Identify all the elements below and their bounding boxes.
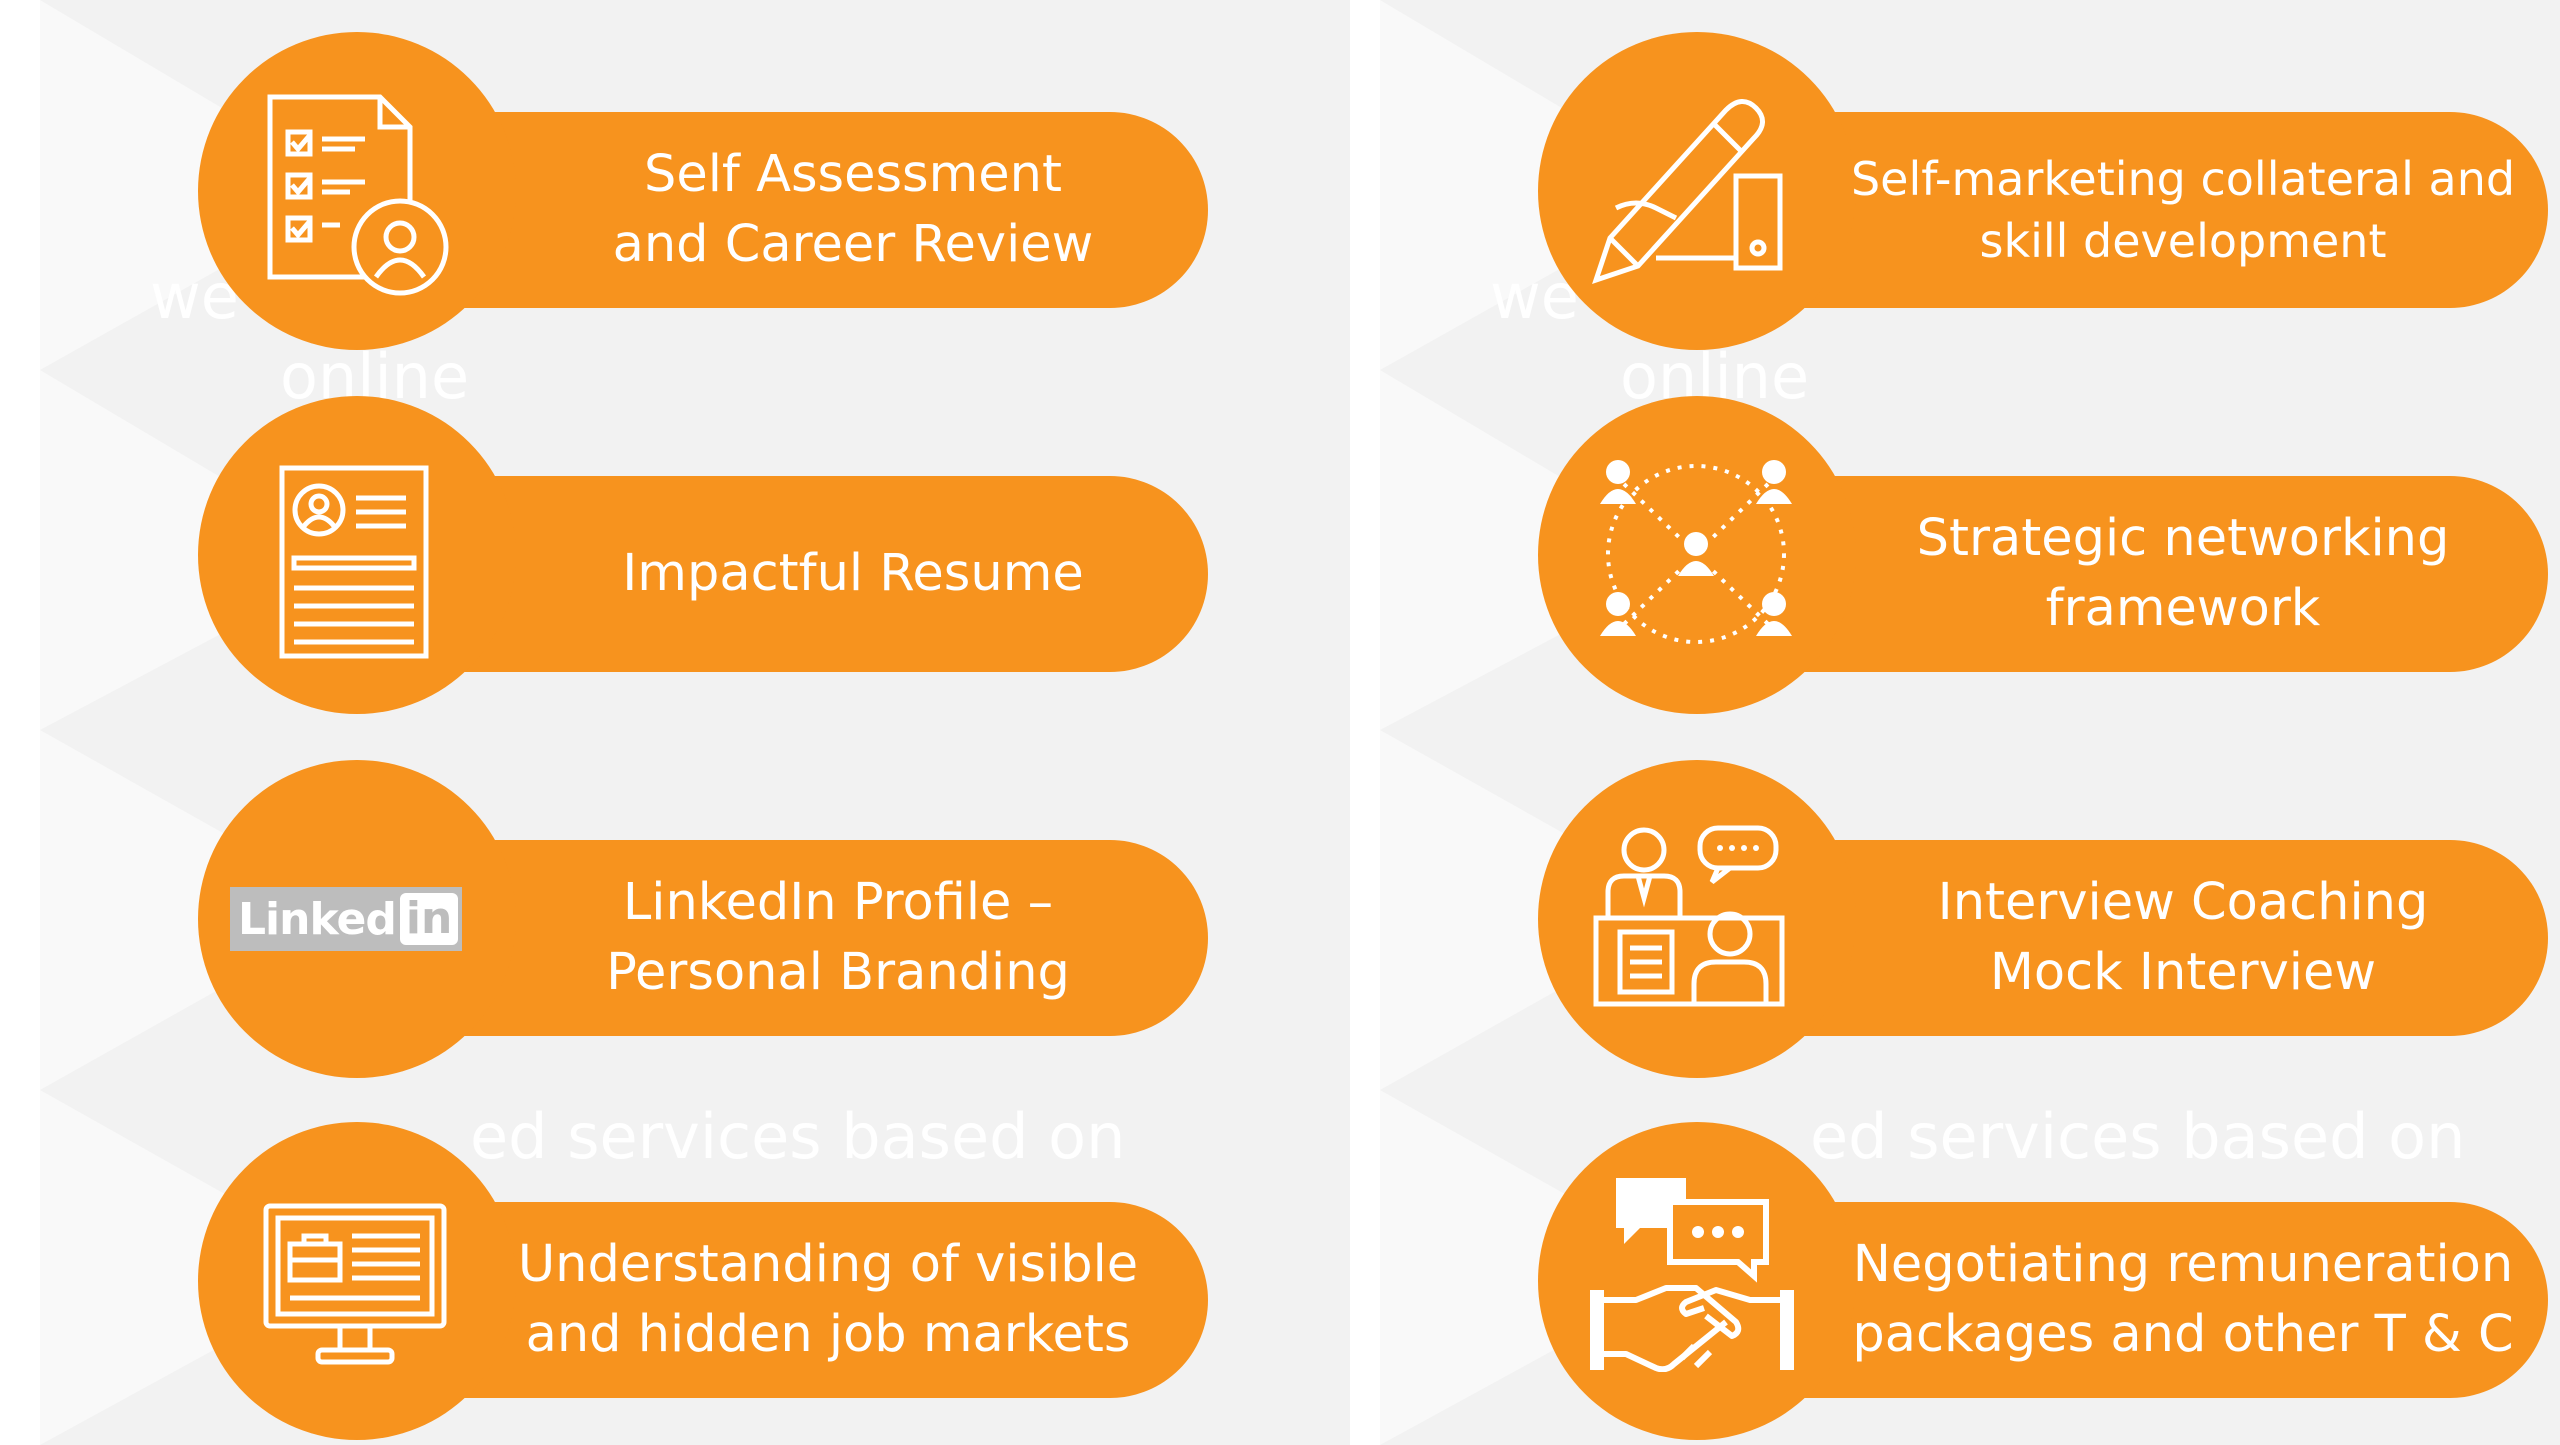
- card-icon-circle: [198, 1122, 516, 1440]
- service-card-self-assessment: Self Assessment and Career Review: [198, 32, 1208, 350]
- service-card-interview: Interview Coaching Mock Interview: [1538, 760, 2548, 1078]
- linkedin-logo-word: Linked: [238, 893, 397, 945]
- card-label: LinkedIn Profile – Personal Branding: [606, 873, 1070, 1002]
- card-label: Interview Coaching Mock Interview: [1937, 873, 2429, 1002]
- card-label: Self-marketing collateral and skill deve…: [1850, 152, 2516, 268]
- card-icon-circle: [1538, 32, 1856, 350]
- card-label: Strategic networking framework: [1916, 509, 2450, 638]
- card-label: Self Assessment and Career Review: [612, 145, 1094, 274]
- pencil-hand-icon: [1592, 99, 1783, 284]
- interview-icon: [1593, 825, 1785, 1007]
- monitor-briefcase-icon: [263, 1203, 447, 1365]
- card-label: Negotiating remuneration packages and ot…: [1852, 1235, 2514, 1364]
- linkedin-logo: Linked in: [230, 887, 462, 951]
- checklist-profile-icon: [267, 94, 449, 296]
- service-card-networking: Strategic networking framework: [1538, 396, 2548, 714]
- ghost-text: ed services based on: [1810, 1100, 2466, 1173]
- service-card-self-marketing: Self-marketing collateral and skill deve…: [1538, 32, 2548, 350]
- service-card-linkedin: Linked in LinkedIn Profile – Personal Br…: [198, 760, 1208, 1078]
- card-icon-circle: [198, 396, 516, 714]
- card-icon-circle: [198, 32, 516, 350]
- service-card-resume: Impactful Resume: [198, 396, 1208, 714]
- service-card-negotiating: Negotiating remuneration packages and ot…: [1538, 1122, 2548, 1440]
- card-label: Impactful Resume: [622, 544, 1084, 603]
- service-card-job-markets: Understanding of visible and hidden job …: [198, 1122, 1208, 1440]
- card-label: Understanding of visible and hidden job …: [517, 1235, 1139, 1364]
- handshake-chat-icon: [1590, 1178, 1794, 1372]
- ghost-text: ed services based on: [470, 1100, 1126, 1173]
- card-icon-circle: [1538, 1122, 1856, 1440]
- linkedin-logo-in: in: [399, 893, 459, 945]
- network-people-icon: [1600, 460, 1792, 644]
- resume-icon: [279, 465, 429, 659]
